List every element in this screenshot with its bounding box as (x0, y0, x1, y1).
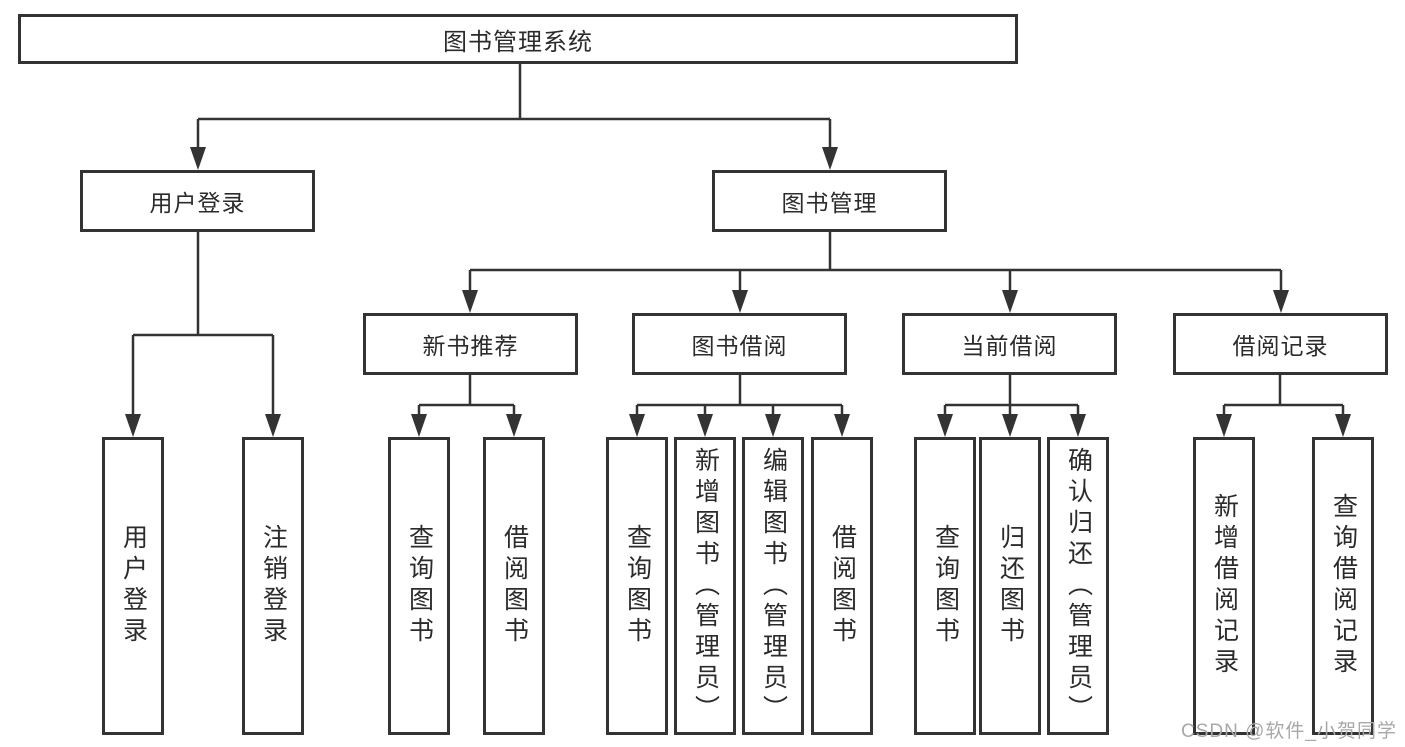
node-current-borrow: 当前借阅 (902, 313, 1117, 375)
node-label: 图书管理 (781, 190, 878, 216)
leaf-query-books-recommend: 查询图书 (388, 437, 450, 735)
node-system-root: 图书管理系统 (18, 14, 1018, 64)
arrowheads (125, 147, 1351, 437)
leaf-query-books-borrow: 查询图书 (606, 437, 668, 735)
node-user-login: 用户登录 (80, 170, 315, 232)
node-borrow-records: 借阅记录 (1173, 313, 1388, 375)
leaf-query-borrow-record: 查询借阅记录 (1312, 437, 1374, 735)
node-label: 当前借阅 (961, 333, 1058, 359)
leaf-add-borrow-record: 新增借阅记录 (1193, 437, 1255, 735)
leaf-user-login: 用户登录 (102, 437, 164, 735)
leaf-borrow-books: 借阅图书 (811, 437, 873, 735)
leaf-return-books: 归还图书 (979, 437, 1041, 735)
node-label: 图书管理系统 (443, 28, 593, 56)
leaf-query-books-current: 查询图书 (914, 437, 976, 735)
node-label: 归还图书 (996, 524, 1025, 648)
node-label: 查询借阅记录 (1329, 493, 1358, 679)
node-label: 新增借阅记录 (1210, 493, 1239, 679)
node-label: 用户登录 (119, 524, 148, 648)
node-label: 用户登录 (149, 190, 246, 216)
csdn-watermark: CSDN @软件_小贺同学 (1181, 721, 1397, 742)
node-label: 借阅记录 (1232, 333, 1329, 359)
node-label: 图书借阅 (691, 333, 788, 359)
node-label: 查询图书 (623, 524, 652, 648)
node-label: 注销登录 (259, 524, 288, 648)
node-label: 借阅图书 (828, 524, 857, 648)
node-book-borrow: 图书借阅 (632, 313, 847, 375)
node-label: 查询图书 (405, 524, 434, 648)
node-book-management: 图书管理 (712, 170, 947, 232)
leaf-logout: 注销登录 (242, 437, 304, 735)
leaf-add-books-admin: 新增图书（管理员） (674, 437, 736, 735)
node-label: 新书推荐 (422, 333, 519, 359)
node-label: 确认归还（管理员） (1064, 446, 1093, 726)
node-label: 借阅图书 (500, 524, 529, 648)
node-new-book-recommend: 新书推荐 (363, 313, 578, 375)
leaf-borrow-books-recommend: 借阅图书 (483, 437, 545, 735)
node-label: 查询图书 (931, 524, 960, 648)
node-label: 编辑图书（管理员） (759, 446, 788, 726)
leaf-confirm-return-admin: 确认归还（管理员） (1047, 437, 1109, 735)
node-label: 新增图书（管理员） (691, 446, 720, 726)
leaf-edit-books-admin: 编辑图书（管理员） (742, 437, 804, 735)
